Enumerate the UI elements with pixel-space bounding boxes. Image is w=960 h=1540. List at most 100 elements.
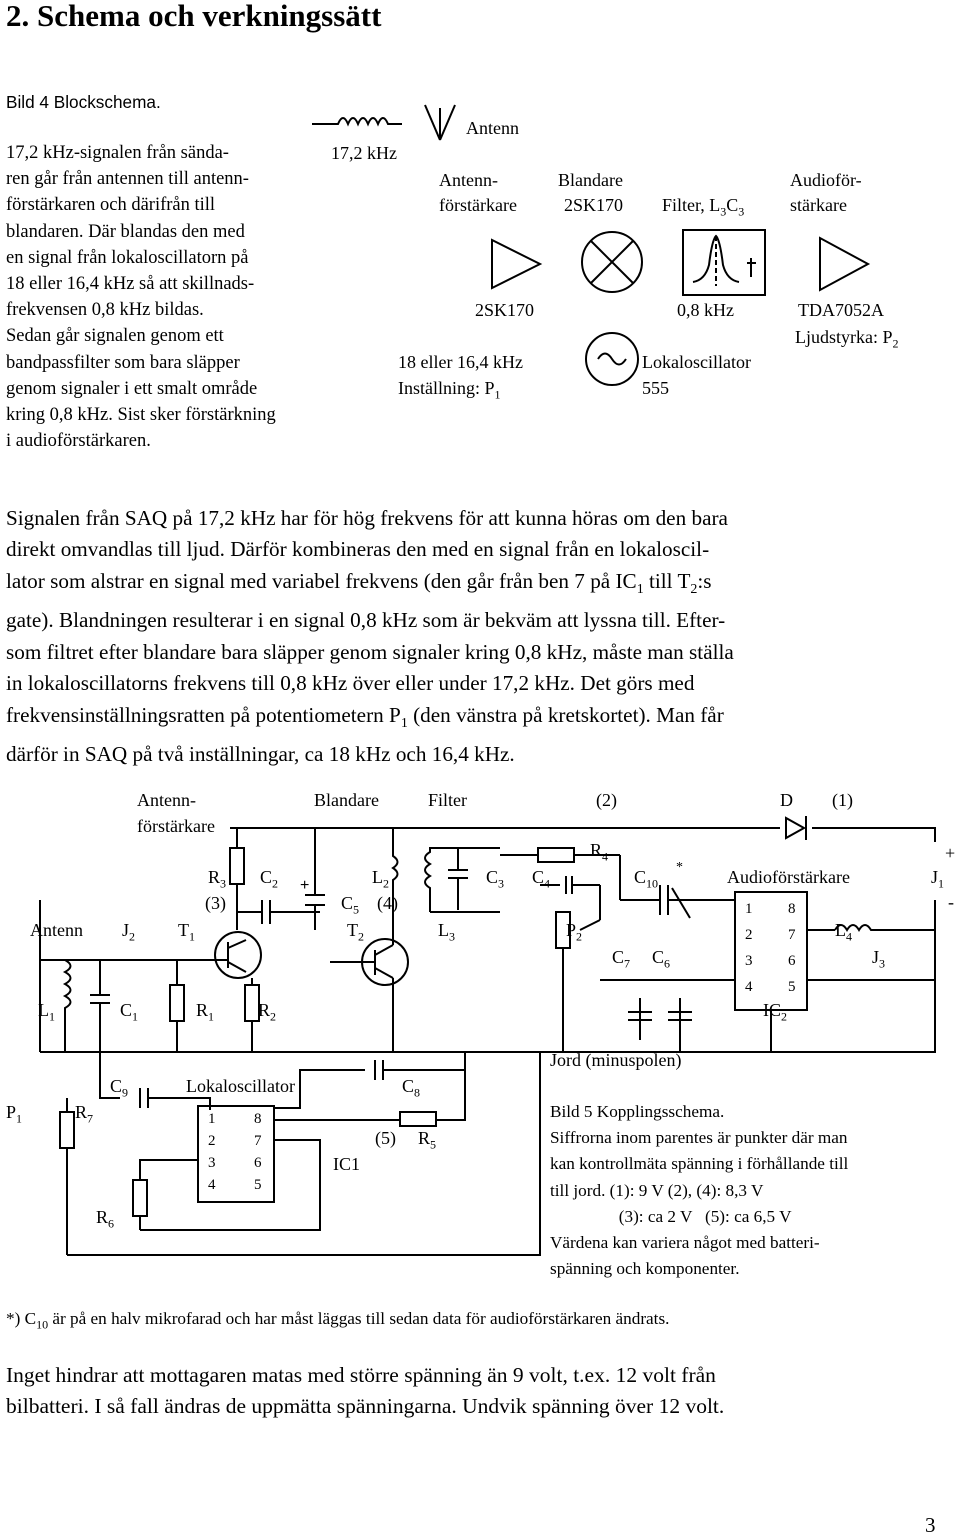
caption-line: spänning och komponenter. xyxy=(550,1259,740,1279)
caption-line: kan kontrollmäta spänning i förhållande … xyxy=(550,1154,849,1174)
intro-line: genom signaler i ett smalt område xyxy=(6,378,258,399)
block-amp-label-1: Antenn- xyxy=(439,170,498,190)
block-lo-freq: 18 eller 16,4 kHz xyxy=(398,352,523,372)
label-minus: - xyxy=(948,892,954,912)
paragraph-line: som filtret efter blandare bara släpper … xyxy=(6,639,734,664)
block-mixer-label: Blandare xyxy=(558,170,623,190)
label-l4: L4 xyxy=(835,920,852,944)
label-c7: C7 xyxy=(612,947,631,971)
signal-wave-icon xyxy=(312,117,402,127)
mixer-icon xyxy=(581,231,643,293)
intro-line: bandpassfilter som bara släpper xyxy=(6,352,240,373)
label-l1: L1 xyxy=(38,1000,55,1024)
footnote: *) C10 är på en halv mikrofarad och har … xyxy=(6,1309,670,1332)
label-t1: T1 xyxy=(178,920,195,944)
paragraph-line: Signalen från SAQ på 17,2 kHz har för hö… xyxy=(6,506,728,530)
intro-line: en signal från lokaloscillatorn på xyxy=(6,247,249,268)
oscillator-icon xyxy=(585,332,639,386)
intro-line: ren går från antennen till antenn- xyxy=(6,169,249,190)
schematic-caption: Bild 5 Kopplingsschema. Siffrorna inom p… xyxy=(550,1099,848,1282)
label-blandare: Blandare xyxy=(314,790,379,810)
caption-line: till jord. (1): 9 V (2), (4): 8,3 V xyxy=(550,1180,764,1200)
label-filter: Filter xyxy=(428,790,467,810)
label-p1: P1 xyxy=(6,1102,23,1126)
label-r5: R5 xyxy=(418,1128,437,1152)
svg-text:+: + xyxy=(300,877,309,894)
label-plus: + xyxy=(945,843,956,863)
label-c9: C9 xyxy=(110,1076,129,1100)
label-tp3: (3) xyxy=(205,893,226,913)
audio-amplifier-icon xyxy=(819,236,871,292)
label-tp5: (5) xyxy=(375,1128,396,1148)
intro-line: förstärkaren och därifrån till xyxy=(6,195,216,216)
page-number: 3 xyxy=(925,1513,936,1537)
label-c1: C1 xyxy=(120,1000,139,1024)
closing-line: Inget hindrar att mottagaren matas med s… xyxy=(6,1363,716,1387)
block-lo-setting: Inställning: P1 xyxy=(398,378,501,402)
label-c2: C2 xyxy=(260,867,279,891)
paragraph-line: gate). Blandningen resulterar i en signa… xyxy=(6,608,726,633)
label-antenn: Antenn xyxy=(30,920,83,940)
caption-line: (3): ca 2 V (5): ca 6,5 V xyxy=(550,1206,792,1226)
paragraph-line: därför in SAQ på två inställningar, ca 1… xyxy=(6,742,515,767)
block-filter-label: Filter, L3C3 xyxy=(662,195,745,219)
label-antenn-forst-2: förstärkare xyxy=(137,816,215,836)
label-p2: P2 xyxy=(566,920,583,944)
label-ic1: IC1 xyxy=(333,1154,360,1174)
block-freq-in: 17,2 kHz xyxy=(331,143,397,163)
closing-line: bilbatteri. I så fall ändras de uppmätta… xyxy=(6,1394,725,1418)
label-jord: Jord (minuspolen) xyxy=(550,1050,682,1070)
label-tp1: (1) xyxy=(832,790,853,810)
closing-paragraph: Inget hindrar att mottagaren matas med s… xyxy=(6,1360,941,1422)
label-r3: R3 xyxy=(208,867,227,891)
antenna-icon xyxy=(424,104,456,141)
circuit-schematic: + xyxy=(39,816,936,1256)
label-antenn-forst-1: Antenn- xyxy=(137,790,196,810)
label-c5: C5 xyxy=(341,893,360,917)
label-c10: C10 xyxy=(634,867,659,891)
block-audio-label-2: stärkare xyxy=(790,195,847,215)
paragraph-line: lator som alstrar en signal med variabel… xyxy=(6,568,712,598)
section-heading: 2. Schema och verkningssätt xyxy=(6,0,382,33)
label-audio: Audioförstärkare xyxy=(727,867,850,887)
amplifier-icon xyxy=(491,238,543,290)
intro-line: Sedan går signalen genom ett xyxy=(6,326,224,347)
label-tp2: (2) xyxy=(596,790,617,810)
block-audio-label-1: Audioför- xyxy=(790,170,862,190)
paragraph-line: in lokaloscillatorns frekvens till 0,8 k… xyxy=(6,671,695,696)
label-c4: C4 xyxy=(532,867,551,891)
block-diagram xyxy=(312,104,871,386)
ic1-chip xyxy=(197,1105,275,1203)
label-r7: R7 xyxy=(75,1102,94,1126)
block-mixer-type: 2SK170 xyxy=(564,195,624,215)
label-star: * xyxy=(676,860,683,875)
label-c6: C6 xyxy=(652,947,671,971)
label-l2: L2 xyxy=(372,867,389,891)
label-r1: R1 xyxy=(196,1000,215,1024)
label-j3: J3 xyxy=(872,947,886,971)
intro-line: blandaren. Där blandas den med xyxy=(6,221,245,242)
block-amp-type: 2SK170 xyxy=(475,300,535,320)
label-j1: J1 xyxy=(931,867,945,891)
intro-line: 17,2 kHz-signalen från sända- xyxy=(6,143,229,163)
diode-icon xyxy=(785,816,807,840)
block-volume: Ljudstyrka: P2 xyxy=(795,327,899,351)
label-c8: C8 xyxy=(402,1076,421,1100)
label-l3: L3 xyxy=(438,920,455,944)
label-c3: C3 xyxy=(486,867,505,891)
label-ic2: IC2 xyxy=(763,1000,787,1024)
label-j2: J2 xyxy=(122,920,136,944)
block-audio-type: TDA7052A xyxy=(798,300,884,320)
intro-line: frekvensen 0,8 kHz bildas. xyxy=(6,300,204,321)
filter-icon xyxy=(682,229,766,296)
label-lokosc: Lokaloscillator xyxy=(186,1076,295,1096)
caption-line: Värdena kan variera något med batteri- xyxy=(550,1233,820,1253)
block-lo-type: 555 xyxy=(642,378,669,398)
intro-line: kring 0,8 kHz. Sist sker förstärkning xyxy=(6,405,276,426)
label-r2: R2 xyxy=(258,1000,277,1024)
intro-line: i audioförstärkaren. xyxy=(6,431,151,452)
